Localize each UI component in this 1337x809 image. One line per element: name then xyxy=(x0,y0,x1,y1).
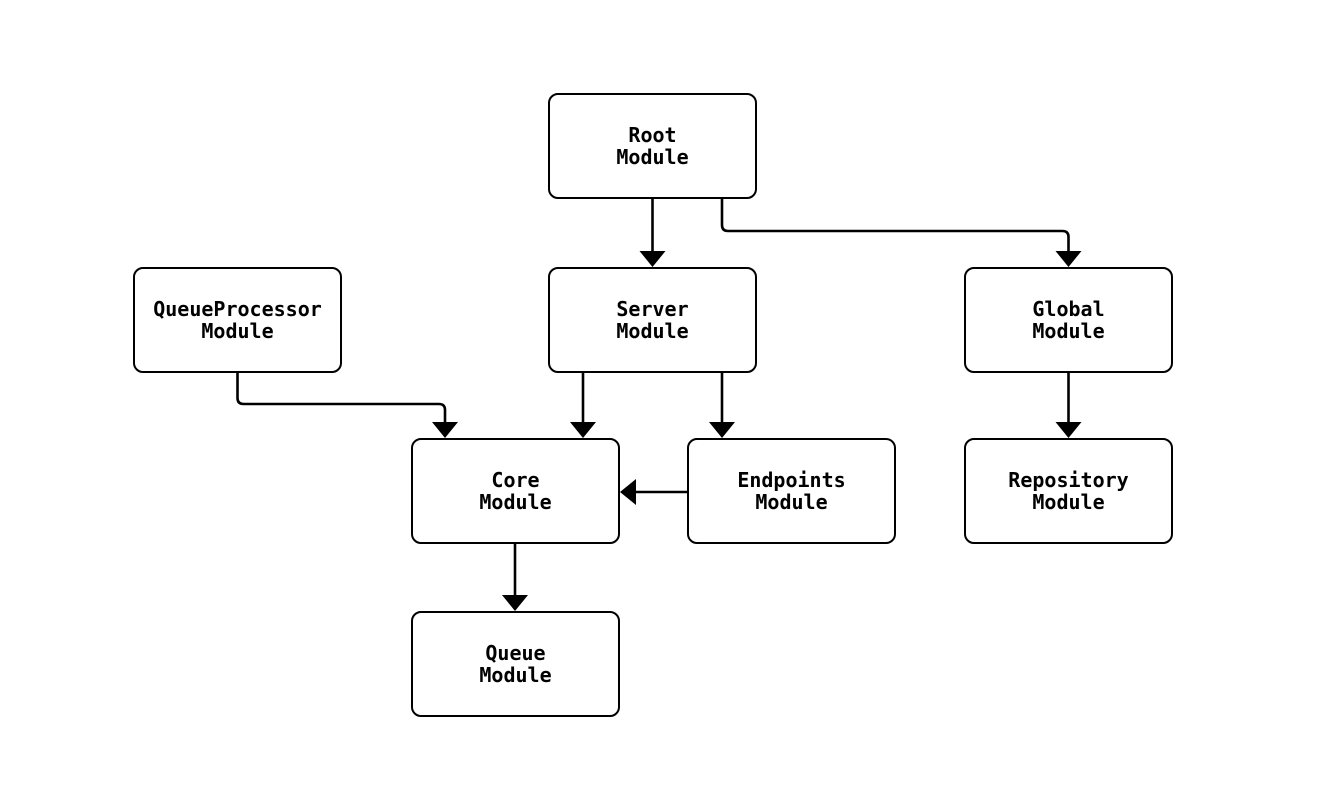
edge-queueprocessor-to-core xyxy=(236,373,458,438)
node-server-module: Server Module xyxy=(548,267,757,373)
node-label-line: Global xyxy=(1032,297,1105,321)
node-label-line: Module xyxy=(616,319,689,343)
node-endpoints-module: Endpoints Module xyxy=(687,438,896,544)
node-label-line: Module xyxy=(1032,490,1105,514)
edge-core-to-queue xyxy=(502,544,528,611)
node-label-line: Module xyxy=(755,490,828,514)
node-label-line: Server xyxy=(616,297,689,321)
node-label-line: QueueProcessor xyxy=(153,297,322,321)
node-label-line: Module xyxy=(479,490,552,514)
node-label-line: Module xyxy=(201,319,274,343)
node-label-line: Endpoints xyxy=(737,468,846,492)
edge-server-to-endpoints xyxy=(709,373,735,438)
node-root-module: Root Module xyxy=(548,93,757,199)
node-queueprocessor-module: QueueProcessor Module xyxy=(133,267,342,373)
node-label-line: Core xyxy=(491,468,540,492)
node-queue-module: Queue Module xyxy=(411,611,620,717)
node-label-line: Repository xyxy=(1008,468,1129,492)
node-label-line: Module xyxy=(616,145,689,169)
node-label-line: Root xyxy=(628,123,677,147)
edge-global-to-repository xyxy=(1055,373,1082,438)
edge-root-to-server xyxy=(639,199,666,267)
node-core-module: Core Module xyxy=(411,438,620,544)
node-label-line: Module xyxy=(479,663,552,687)
node-label-line: Queue xyxy=(485,641,546,665)
edge-server-to-core xyxy=(570,373,596,438)
node-repository-module: Repository Module xyxy=(964,438,1173,544)
node-global-module: Global Module xyxy=(964,267,1173,373)
node-label-line: Module xyxy=(1032,319,1105,343)
edge-endpoints-to-core xyxy=(620,479,687,505)
edge-root-to-global xyxy=(720,199,1082,267)
